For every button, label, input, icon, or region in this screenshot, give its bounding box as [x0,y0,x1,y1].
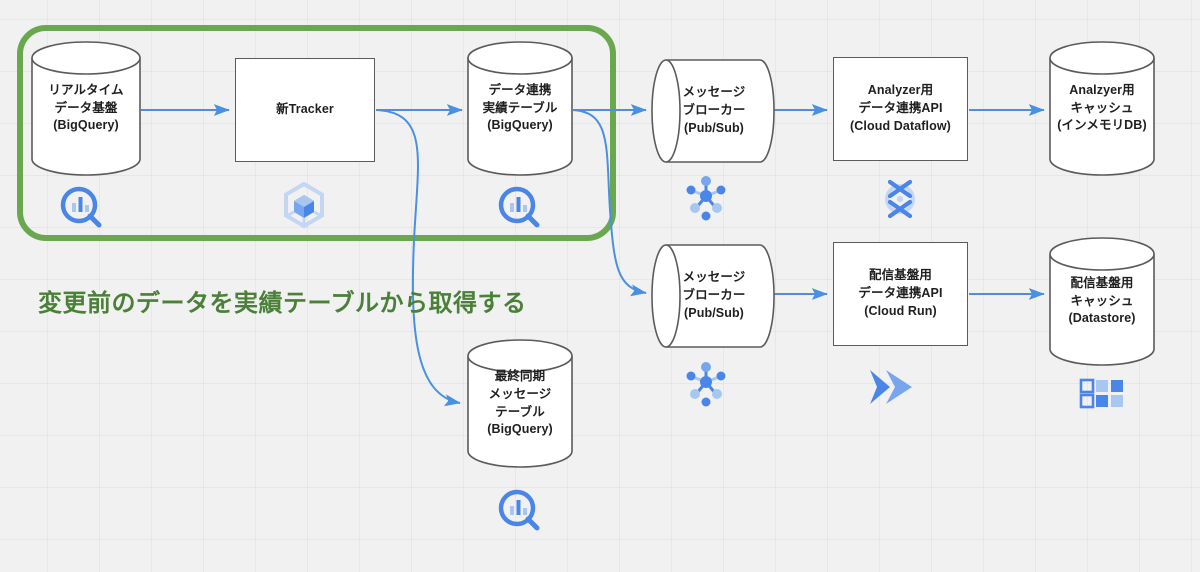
node-label: メッセージ ブローカー (Pub/Sub) [682,270,746,320]
connector-tracker-to-lastsync [375,109,461,407]
pubsub-icon [686,362,726,407]
node-message-broker-bottom[interactable]: メッセージ ブローカー (Pub/Sub) [664,245,764,347]
bigquery-icon [498,489,540,531]
node-last-sync-message-table[interactable]: 最終同期 メッセージ テーブル (BigQuery) [468,340,572,467]
node-analyzer-cache[interactable]: Analzyer用 キャッシュ (インメモリDB) [1050,42,1154,175]
shape-message-broker-top[interactable] [651,59,775,163]
connector-result-table-to-broker-bottom [572,109,647,297]
node-label: 配信基盤用 キャッシュ (Datastore) [1068,275,1136,326]
icons-layer [60,176,1123,531]
node-message-broker-top[interactable]: メッセージ ブローカー (Pub/Sub) [664,60,764,162]
shape-delivery-cache[interactable] [1049,237,1155,366]
shapes-layer [31,41,1155,468]
node-label: Analzyer用 キャッシュ (インメモリDB) [1057,82,1147,133]
node-new-tracker[interactable]: 新Tracker [235,58,375,162]
node-delivery-data-linkage-api[interactable]: 配信基盤用 データ連携API (Cloud Run) [833,242,968,346]
node-label: 新Tracker [276,102,334,117]
node-analyzer-data-linkage-api[interactable]: Analyzer用 データ連携API (Cloud Dataflow) [833,57,968,161]
connectors-layer [141,103,1045,407]
pubsub-icon [686,176,726,221]
shape-analyzer-cache[interactable] [1049,41,1155,176]
shape-message-broker-bottom[interactable] [651,244,775,348]
annotation-text: 変更前のデータを実績テーブルから取得する [38,290,527,317]
node-realtime-data-platform[interactable]: リアルタイム データ基盤 (BigQuery) [32,42,140,175]
bigquery-icon [60,186,102,228]
dataflow-icon [885,179,915,219]
node-data-linkage-result-table[interactable]: データ連携 実績テーブル (BigQuery) [468,42,572,175]
node-label: データ連携 実績テーブル (BigQuery) [482,82,558,133]
shape-last-sync-message-table[interactable] [467,339,573,468]
node-delivery-cache[interactable]: 配信基盤用 キャッシュ (Datastore) [1050,238,1154,365]
shape-data-linkage-result-table[interactable] [467,41,573,176]
bigquery-icon [498,186,540,228]
node-label: Analyzer用 データ連携API (Cloud Dataflow) [850,83,951,133]
cloudrun-icon [870,370,912,404]
node-label: 配信基盤用 データ連携API (Cloud Run) [858,268,943,318]
shape-realtime-data-platform[interactable] [31,41,141,176]
datastore-icon [1079,378,1123,409]
node-label: リアルタイム データ基盤 (BigQuery) [48,82,124,133]
node-label: メッセージ ブローカー (Pub/Sub) [682,85,746,135]
container-cube-icon [284,181,324,229]
highlight-group-outline [17,25,616,241]
node-label: 最終同期 メッセージ テーブル (BigQuery) [487,369,553,437]
